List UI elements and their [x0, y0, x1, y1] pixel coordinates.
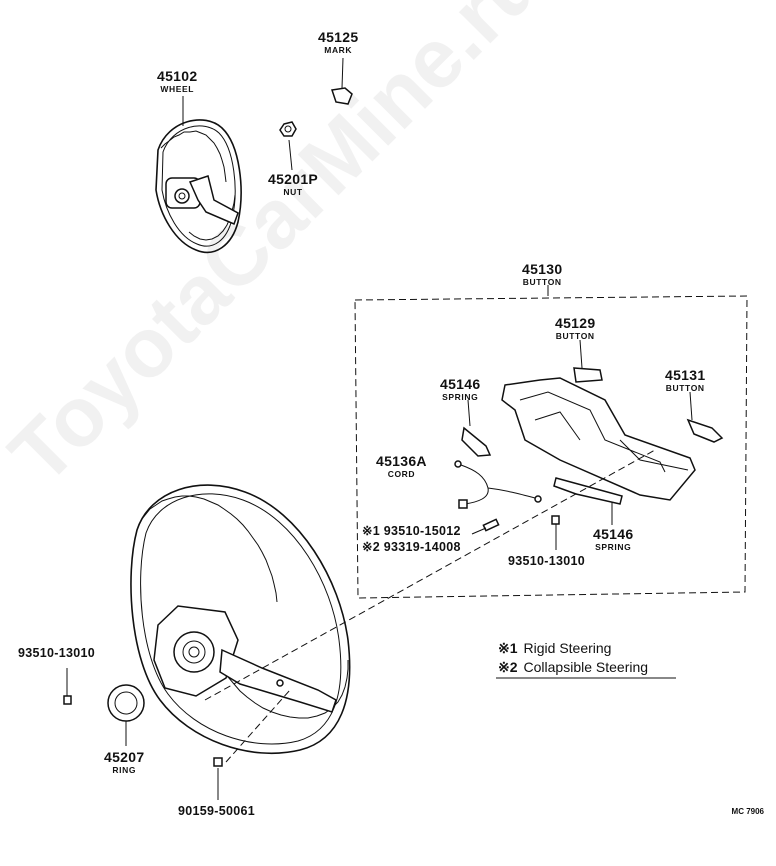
drawing-code: MC 7906: [731, 807, 764, 816]
spring-upper-illustration: [461, 399, 492, 457]
part-name: SPRING: [442, 392, 479, 402]
screw-outer-illustration: [63, 668, 72, 705]
part-number: 45207: [104, 749, 145, 765]
part-number: 45131: [665, 367, 706, 383]
label-45102: 45102 WHEEL: [157, 69, 197, 94]
part-name: BUTTON: [555, 331, 595, 341]
ring-illustration: [107, 684, 145, 746]
legend-item-collapsible: ※2 Collapsible Steering: [498, 659, 648, 676]
label-45146-lower: 45146 SPRING: [593, 527, 633, 552]
button-45129-illustration: [573, 339, 603, 383]
part-name: RING: [112, 765, 137, 775]
legend-mark: ※1: [498, 640, 518, 656]
part-name: WHEEL: [160, 84, 195, 94]
mark-illustration: [331, 57, 353, 105]
legend-text: Rigid Steering: [523, 640, 612, 656]
small-wheel-illustration: [155, 119, 242, 254]
large-wheel-illustration: [130, 484, 351, 754]
part-number: ※1 93510-15012: [362, 524, 461, 538]
part-number: 45136A: [376, 453, 427, 469]
part-number: 45201P: [268, 171, 319, 187]
label-45129: 45129 BUTTON: [555, 316, 595, 341]
part-number: 45146: [593, 526, 634, 542]
part-number: 45146: [440, 376, 481, 392]
part-name: NUT: [283, 187, 303, 197]
cord-illustration: [454, 460, 542, 509]
label-45125: 45125 MARK: [318, 30, 358, 55]
bolt-illustration: [471, 518, 500, 535]
part-name: CORD: [387, 469, 416, 479]
label-screw-outer: 93510-13010: [18, 647, 95, 660]
screw-inner-illustration: [551, 515, 560, 550]
part-number: 45129: [555, 315, 596, 331]
part-number: 93510-13010: [508, 554, 585, 568]
part-number: 45130: [522, 261, 563, 277]
label-45130: 45130 BUTTON: [522, 262, 562, 287]
spring-lower-illustration: [553, 477, 623, 525]
label-45131: 45131 BUTTON: [665, 368, 705, 393]
label-45207: 45207 RING: [104, 750, 144, 775]
legend-mark: ※2: [498, 659, 518, 675]
part-number: 45102: [157, 68, 198, 84]
part-name: SPRING: [595, 542, 632, 552]
label-bolt-rigid: ※1 93510-15012: [362, 525, 461, 538]
label-45201p: 45201P NUT: [268, 172, 318, 197]
part-name: BUTTON: [665, 383, 705, 393]
legend-text: Collapsible Steering: [523, 659, 649, 675]
part-name: MARK: [324, 45, 353, 55]
label-bolt-collapsible: ※2 93319-14008: [362, 541, 461, 554]
legend-item-rigid: ※1 Rigid Steering: [498, 640, 611, 657]
label-45146-upper: 45146 SPRING: [440, 377, 480, 402]
label-screw-inner: 93510-13010: [508, 555, 585, 568]
part-number: 90159-50061: [178, 804, 255, 818]
part-number: 93510-13010: [18, 646, 95, 660]
nut-illustration: [279, 121, 297, 171]
bolt-90159-illustration: [213, 757, 223, 800]
label-90159: 90159-50061: [178, 805, 255, 818]
label-45136a: 45136A CORD: [376, 454, 427, 479]
part-number: 45125: [318, 29, 359, 45]
part-number: ※2 93319-14008: [362, 540, 461, 554]
button-45131-illustration: [686, 391, 724, 443]
horn-pad-illustration: [501, 377, 696, 501]
part-name: BUTTON: [522, 277, 562, 287]
